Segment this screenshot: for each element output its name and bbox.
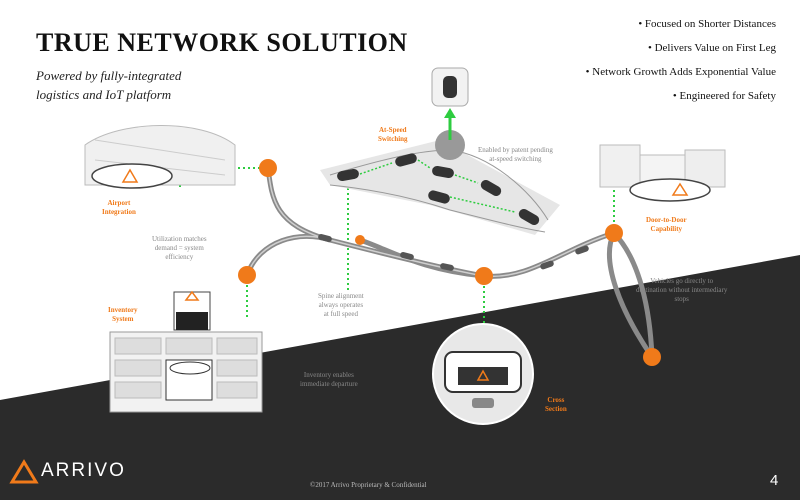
bullet-item: • Focused on Shorter Distances	[638, 18, 776, 30]
city-buildings	[599, 144, 726, 202]
arrivo-logo: ARRIVO	[14, 460, 126, 482]
bullet-item: • Network Growth Adds Exponential Value	[585, 66, 776, 78]
feature-bullets: • Focused on Shorter Distances • Deliver…	[586, 12, 776, 108]
bullet-item: • Delivers Value on First Leg	[648, 42, 776, 54]
footer-confidential: ©2017 Arrivo Proprietary & Confidential	[310, 481, 427, 489]
network-nodes	[238, 159, 661, 366]
note-inventory: Inventory enables immediate departure	[300, 371, 358, 388]
track-pods	[318, 233, 589, 271]
label-door-to-door: Door-to-Door Capability	[646, 216, 687, 233]
inventory-rack	[109, 290, 263, 413]
label-at-speed-switching: At-Speed Switching	[378, 126, 408, 143]
page-number: 4	[770, 472, 779, 489]
note-spine: Spine alignment always operates at full …	[318, 292, 364, 318]
logo-text: ARRIVO	[41, 460, 126, 481]
switching-area	[320, 67, 560, 235]
page-subtitle: Powered by fully-integrated logistics an…	[36, 68, 182, 102]
cross-section	[432, 323, 534, 425]
label-inventory-system: Inventory System	[108, 306, 138, 323]
page-title: TRUE NETWORK SOLUTION	[36, 28, 408, 57]
note-utilization: Utilization matches demand = system effi…	[152, 235, 207, 261]
note-switching: Enabled by patent pending at-speed switc…	[478, 146, 553, 163]
logo-icon	[9, 459, 39, 484]
dark-band	[0, 255, 800, 500]
note-vehicles: Vehicles go directly to destination with…	[636, 277, 728, 303]
label-airport-integration: Airport Integration	[102, 199, 136, 216]
label-cross-section: Cross Section	[545, 396, 567, 413]
airport-building	[84, 125, 236, 189]
bullet-item: • Engineered for Safety	[672, 90, 776, 102]
